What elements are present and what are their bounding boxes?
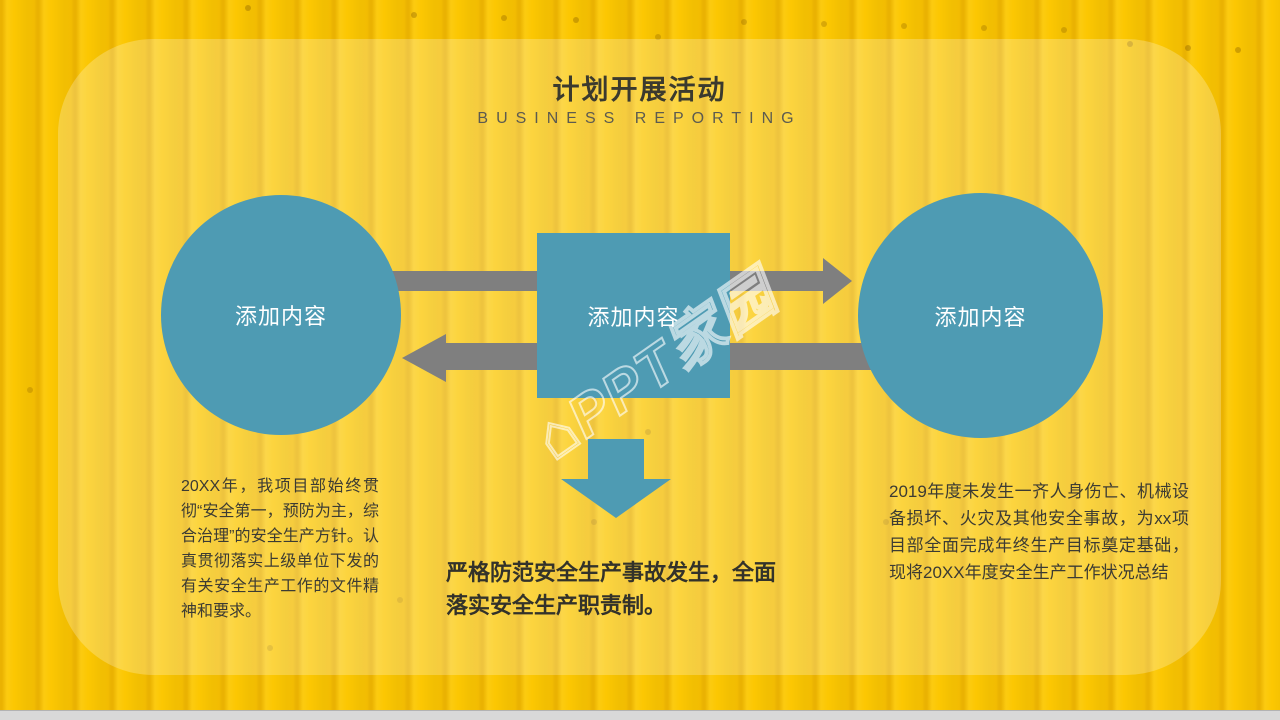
- slide-subtitle: BUSINESS REPORTING: [477, 110, 802, 127]
- diagram-node-right-circle: 添加内容: [858, 193, 1103, 438]
- bottom-gray-strip: [0, 710, 1280, 720]
- diagram-node-center-label: 添加内容: [587, 304, 680, 330]
- diagram-node-left-circle: 添加内容: [161, 195, 401, 435]
- diagram-node-center-square: 添加内容: [537, 233, 730, 398]
- arrow-right-head-icon: [823, 258, 852, 304]
- diagram-node-right-label: 添加内容: [934, 304, 1027, 330]
- down-arrow-head-icon: [561, 479, 671, 518]
- slide-title: 计划开展活动: [552, 75, 727, 105]
- right-paragraph: 2019年度未发生一齐人身伤亡、机械设备损坏、火灾及其他安全事故，为xx项目部全…: [889, 482, 1189, 582]
- arrow-left-head-icon: [402, 334, 446, 382]
- diagram-node-left-label: 添加内容: [234, 304, 327, 329]
- bottom-summary-text: 严格防范安全生产事故发生，全面落实安全生产职责制。: [446, 560, 777, 618]
- down-arrow-stem: [588, 439, 644, 480]
- screw-dots-texture: [0, 0, 4, 4]
- left-paragraph: 20XX年，我项目部始终贯彻“安全第一，预防为主，综合治理”的安全生产方针。认真…: [181, 478, 379, 620]
